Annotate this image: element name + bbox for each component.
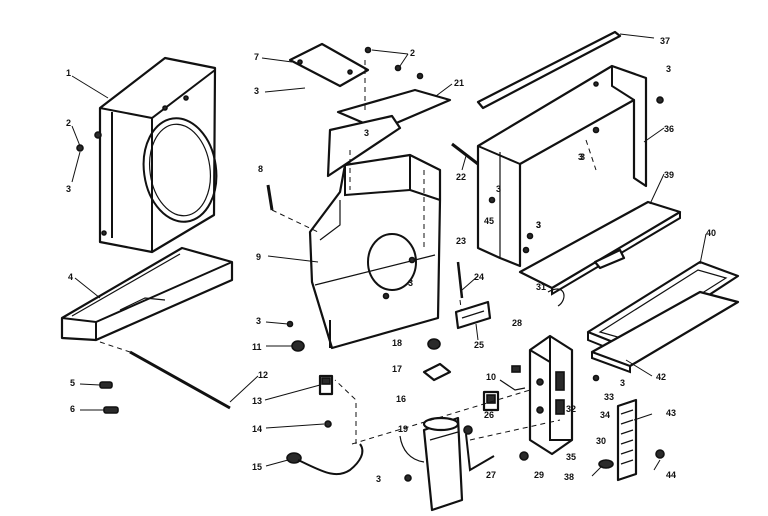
part-knob-18	[427, 338, 441, 350]
part-capacitor-16	[422, 416, 464, 512]
callout-3: 3	[408, 278, 413, 288]
part-grille-strip-43	[616, 398, 638, 482]
callout-3: 3	[578, 152, 583, 162]
callout-45: 45	[484, 216, 494, 226]
part-front-grille-housing	[98, 56, 218, 254]
callout-28: 28	[512, 318, 522, 328]
callout-2: 2	[66, 118, 71, 128]
callout-13: 13	[252, 396, 262, 406]
part-knob-17	[422, 362, 452, 382]
callout-39: 39	[664, 170, 674, 180]
callout-22: 22	[456, 172, 466, 182]
part-rod	[99, 341, 231, 410]
part-relay-26	[482, 390, 500, 412]
part-strip-22	[451, 142, 479, 166]
part-small-plate	[288, 42, 370, 88]
callout-5: 5	[70, 378, 75, 388]
callout-4: 4	[68, 272, 73, 282]
callout-1: 1	[66, 68, 71, 78]
callout-32: 32	[566, 404, 576, 414]
callout-18: 18	[392, 338, 402, 348]
callout-3: 3	[376, 474, 381, 484]
part-bracket-23-24	[456, 261, 464, 317]
callout-3: 3	[536, 220, 541, 230]
part-rod-27	[463, 425, 495, 472]
callout-25: 25	[474, 340, 484, 350]
callout-11: 11	[252, 342, 262, 352]
callout-labels: 1 2 3 4 5 6 7 3 2 21 3 8 9 3 11 12 13 14…	[66, 36, 716, 484]
callout-3: 3	[364, 128, 369, 138]
part-drain-tray-42	[590, 290, 740, 374]
callout-34: 34	[600, 410, 610, 420]
part-wire-10	[499, 379, 526, 391]
callout-10: 10	[486, 372, 496, 382]
dashed-assembly-lines	[349, 60, 597, 445]
callout-14: 14	[252, 424, 262, 434]
leader-lines	[71, 33, 707, 477]
part-outer-cabinet	[476, 64, 648, 268]
part-screw-14	[324, 420, 332, 428]
part-switch-28	[511, 365, 521, 373]
callout-15: 15	[252, 462, 262, 472]
callout-2: 2	[410, 48, 415, 58]
part-screw-29	[519, 451, 529, 461]
callout-24: 24	[474, 272, 484, 282]
callout-3: 3	[254, 86, 259, 96]
callout-6: 6	[70, 404, 75, 414]
callout-9: 9	[256, 252, 261, 262]
part-wire-19	[399, 435, 425, 463]
callout-3: 3	[66, 184, 71, 194]
callout-7: 7	[254, 52, 259, 62]
part-screws-5-6	[99, 381, 119, 414]
callout-3: 3	[666, 64, 671, 74]
callout-43: 43	[666, 408, 676, 418]
callout-3: 3	[536, 220, 541, 230]
callout-23: 23	[456, 236, 466, 246]
part-screw-44	[655, 449, 665, 459]
callout-31: 31	[536, 282, 546, 292]
part-screws-3	[76, 46, 664, 482]
callout-3: 3	[620, 378, 625, 388]
part-cord-15	[286, 379, 364, 476]
part-base-pan	[60, 246, 234, 342]
callout-44: 44	[666, 470, 676, 480]
callout-21: 21	[454, 78, 464, 88]
callout-40: 40	[706, 228, 716, 238]
callout-12: 12	[258, 370, 268, 380]
callout-37: 37	[660, 36, 670, 46]
part-grommet-11	[291, 340, 305, 352]
part-long-strip-37	[476, 30, 622, 110]
callout-16: 16	[396, 394, 406, 404]
part-partition-panel	[308, 153, 442, 350]
callout-27: 27	[486, 470, 496, 480]
part-top-cover	[326, 88, 452, 178]
callout-26: 26	[484, 410, 494, 420]
part-clip-13	[318, 374, 334, 396]
part-screw-8	[266, 184, 319, 233]
part-control-box	[528, 334, 574, 456]
callout-42: 42	[656, 372, 666, 382]
callout-3: 3	[496, 184, 501, 194]
callout-8: 8	[258, 164, 263, 174]
part-screw-38	[598, 459, 614, 469]
part-base-tray-39	[518, 200, 682, 307]
callout-17: 17	[392, 364, 402, 374]
callout-19: 19	[398, 424, 408, 434]
callout-29: 29	[534, 470, 544, 480]
callout-36: 36	[664, 124, 674, 134]
callout-38: 38	[564, 472, 574, 482]
part-plate-25	[454, 300, 492, 330]
callout-30: 30	[596, 436, 606, 446]
callout-35: 35	[566, 452, 576, 462]
callout-33: 33	[604, 392, 614, 402]
callout-3: 3	[580, 152, 585, 162]
callout-3: 3	[256, 316, 261, 326]
